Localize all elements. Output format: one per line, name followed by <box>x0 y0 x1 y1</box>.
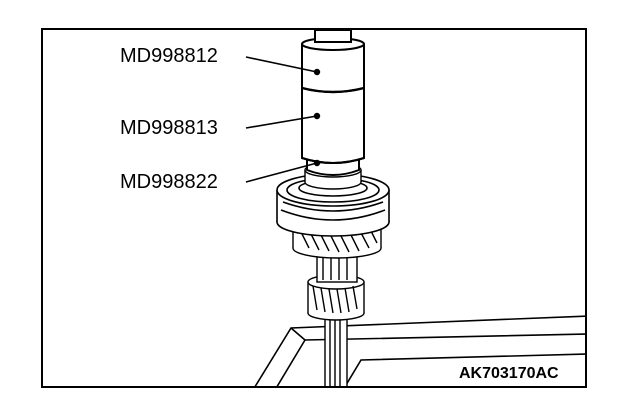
illustration <box>245 30 585 386</box>
leader-lines <box>245 56 321 183</box>
label-md998812: MD998812 <box>120 45 218 67</box>
label-md998813: MD998813 <box>120 117 218 139</box>
label-md998822: MD998822 <box>120 171 218 193</box>
tool-stack <box>301 30 365 176</box>
tool-md998813 <box>301 88 365 164</box>
tool-md998812 <box>301 44 365 93</box>
diagram-frame: MD998812 MD998813 MD998822 AK703170AC <box>41 28 587 388</box>
splined-shaft <box>324 313 348 386</box>
figure-code: AK703170AC <box>459 365 559 382</box>
